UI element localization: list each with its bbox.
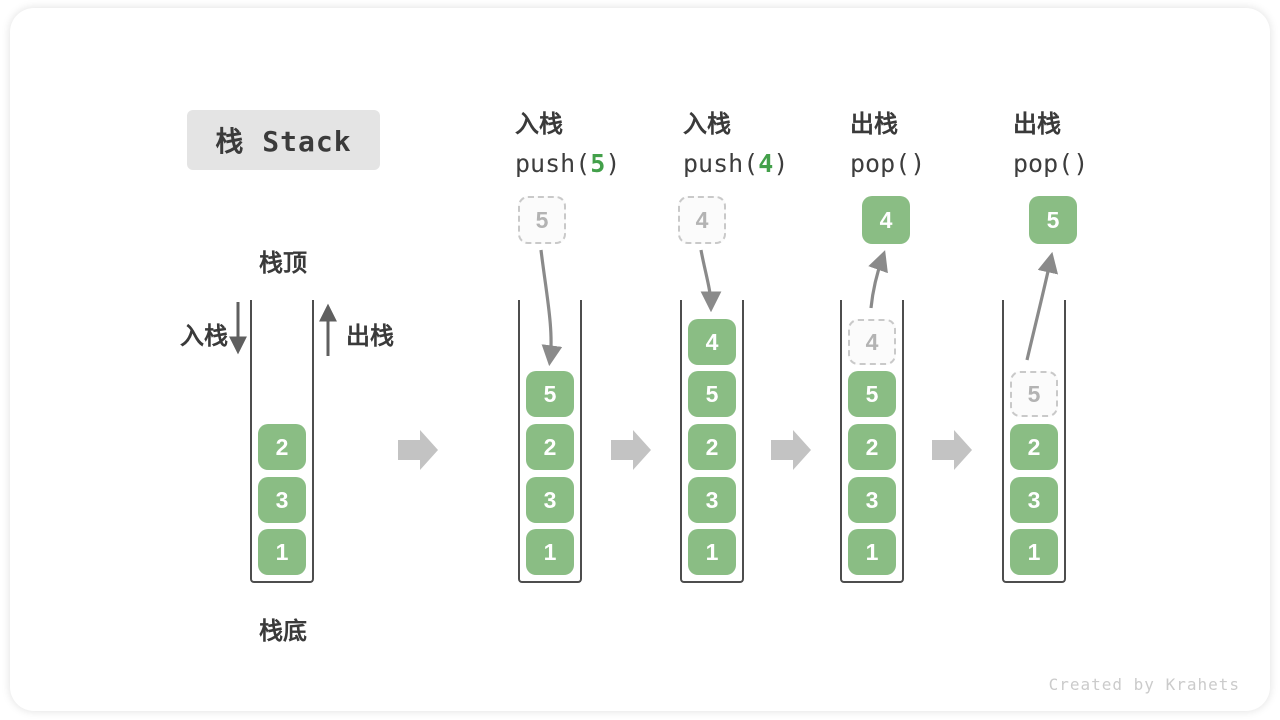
operation-code: pop() [850,149,926,178]
operation-label: 入栈 [683,111,731,138]
stack-element: 2 [258,424,306,470]
operation-code: push(5) [515,149,621,178]
operation-code: pop() [1013,149,1089,178]
step-header-push-5: 入栈 push(5) [515,104,685,178]
pop-5-arrow-icon [1025,251,1059,361]
watermark: Created by Krahets [1048,675,1240,694]
stack-element: 1 [258,529,306,575]
pop-4-arrow-icon [868,250,888,309]
stack-element: 2 [848,424,896,470]
push-4-arrow-icon [699,249,722,313]
stack-element: 3 [526,477,574,523]
stack-element: 2 [526,424,574,470]
stack-element: 1 [848,529,896,575]
operation-code: push(4) [683,149,789,178]
stack-element: 1 [526,529,574,575]
stack-initial: 2 3 1 [250,300,314,583]
incoming-element-box: 5 [518,196,566,244]
stack-element: 1 [1010,529,1058,575]
popped-element-box: 4 [862,196,910,244]
stack-after-pop-5: 5 2 3 1 [1002,300,1066,583]
stack-element: 1 [688,529,736,575]
stack-element: 5 [526,371,574,417]
step-arrow-icon [932,430,972,470]
stack-element: 3 [688,477,736,523]
stack-top-label: 栈顶 [259,250,307,277]
stack-element: 3 [848,477,896,523]
stack-bottom-label: 栈底 [259,618,307,645]
stack-element: 2 [1010,424,1058,470]
code-argument: 4 [758,149,774,178]
stack-element: 5 [848,371,896,417]
stack-element: 5 [688,371,736,417]
code-argument: 5 [590,149,606,178]
stack-element: 2 [688,424,736,470]
stack-element-ghost: 5 [1010,371,1058,417]
pop-side-label: 出栈 [346,323,394,350]
push-5-arrow-icon [539,249,563,367]
step-arrow-icon [771,430,811,470]
step-header-pop-4: 出栈 pop() [850,104,1020,178]
stack-after-pop-4: 4 5 2 3 1 [840,300,904,583]
stack-element: 3 [258,477,306,523]
popped-element-box: 5 [1029,196,1077,244]
step-header-pop-5: 出栈 pop() [1013,104,1183,178]
stack-element: 4 [688,319,736,365]
step-arrow-icon [611,430,651,470]
operation-label: 入栈 [515,111,563,138]
operation-label: 出栈 [1013,111,1061,138]
title-badge-label: 栈 Stack [215,125,352,158]
stack-element-ghost: 4 [848,319,896,365]
incoming-element-box: 4 [678,196,726,244]
stack-element: 3 [1010,477,1058,523]
step-header-push-4: 入栈 push(4) [683,104,853,178]
push-side-label: 入栈 [180,323,228,350]
step-arrow-icon [398,430,438,470]
title-badge: 栈 Stack [187,110,380,170]
stack-after-push-5: 5 2 3 1 [518,300,582,583]
stack-after-push-4: 4 5 2 3 1 [680,300,744,583]
operation-label: 出栈 [850,111,898,138]
